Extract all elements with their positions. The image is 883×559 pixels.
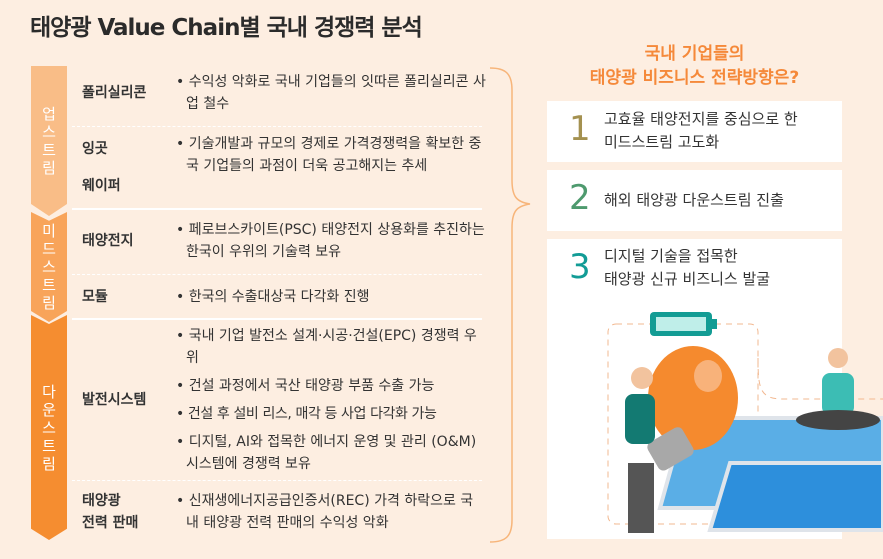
row-category: 웨이퍼 xyxy=(82,178,121,194)
stage-char: 운 xyxy=(42,400,56,419)
row-bullet: • 한국의 수출대상국 다각화 진행 xyxy=(176,289,370,305)
stage-char: 스 xyxy=(42,123,56,141)
divider xyxy=(72,480,482,481)
row-category: 폴리실리콘 xyxy=(82,85,147,101)
question-line: 국내 기업들의 xyxy=(644,44,745,64)
strategy-line: 태양광 신규 비즈니스 발굴 xyxy=(604,270,771,288)
strategy-line: 미드스트림 고도화 xyxy=(604,133,720,151)
strategy-text: 해외 태양광 다운스트림 진출 xyxy=(604,189,784,212)
strategy-number: 2 xyxy=(569,178,591,218)
question-line: 태양광 비즈니스 전략방향은? xyxy=(589,68,800,88)
battery-icon xyxy=(650,312,717,336)
row-bullet: • 건설 과정에서 국산 태양광 부품 수출 가능 xyxy=(176,378,435,394)
strategy-number: 1 xyxy=(569,109,591,149)
stage-char: 업 xyxy=(42,105,56,123)
strategy-line: 디지털 기술을 접목한 xyxy=(604,247,738,265)
row-category: 잉곳 xyxy=(82,141,108,157)
row-bullet: • 국내 기업 발전소 설계·시공·건설(EPC) 경쟁력 우위 xyxy=(176,328,477,366)
solar-business-illustration xyxy=(607,312,883,533)
woman-figure-icon xyxy=(796,348,880,430)
stage-char: 다 xyxy=(42,382,56,401)
divider xyxy=(72,126,482,127)
row-bullet: • 신재생에너지공급인증서(REC) 가격 하락으로 국내 태양광 전력 판매의… xyxy=(176,493,474,531)
stage-char: 트 xyxy=(42,141,56,159)
strategy-line: 해외 태양광 다운스트림 진출 xyxy=(604,191,784,209)
divider xyxy=(72,318,482,320)
stage-char: 림 xyxy=(42,294,56,312)
page-title: 태양광 Value Chain별 국내 경쟁력 분석 xyxy=(30,15,423,41)
row-bullet: • 건설 후 설비 리스, 매각 등 사업 다각화 가능 xyxy=(176,406,437,422)
brace-icon xyxy=(489,67,531,543)
strategy-question: 국내 기업들의 태양광 비즈니스 전략방향은? xyxy=(547,42,842,90)
stage-char: 스 xyxy=(42,258,56,276)
strategy-line: 고효율 태양전지를 중심으로 한 xyxy=(604,110,798,128)
row-bullet: • 디지털, AI와 접목한 에너지 운영 및 관리 (O&M) 시스템에 경쟁… xyxy=(176,434,477,472)
row-category: 전력 판매 xyxy=(82,515,139,531)
row-category: 발전시스템 xyxy=(82,392,147,408)
stage-char: 미 xyxy=(42,222,56,240)
divider xyxy=(72,208,482,210)
row-bullet: • 수익성 악화로 국내 기업들의 잇따른 폴리실리콘 사업 철수 xyxy=(176,74,486,112)
row-bullet: • 페로브스카이트(PSC) 태양전지 상용화를 추진하는 한국이 우위의 기술… xyxy=(176,222,485,260)
lightbulb-icon xyxy=(647,346,738,471)
stage-char: 림 xyxy=(42,454,56,473)
stage-char: 스 xyxy=(42,418,56,437)
stage-char: 트 xyxy=(42,276,56,294)
row-category: 모듈 xyxy=(82,289,108,305)
stage-char: 트 xyxy=(42,436,56,455)
row-bullet: • 기술개발과 규모의 경제로 가격경쟁력을 확보한 중국 기업들의 과점이 더… xyxy=(176,136,482,174)
stage-char: 드 xyxy=(42,240,56,258)
row-category: 태양전지 xyxy=(82,233,134,249)
strategy-card-2: 2 해외 태양광 다운스트림 진출 xyxy=(547,170,842,231)
strategy-number: 3 xyxy=(569,247,591,287)
row-category: 태양광 xyxy=(82,493,121,509)
man-figure-icon xyxy=(625,367,655,533)
divider xyxy=(72,274,482,275)
stage-char: 림 xyxy=(42,159,56,177)
